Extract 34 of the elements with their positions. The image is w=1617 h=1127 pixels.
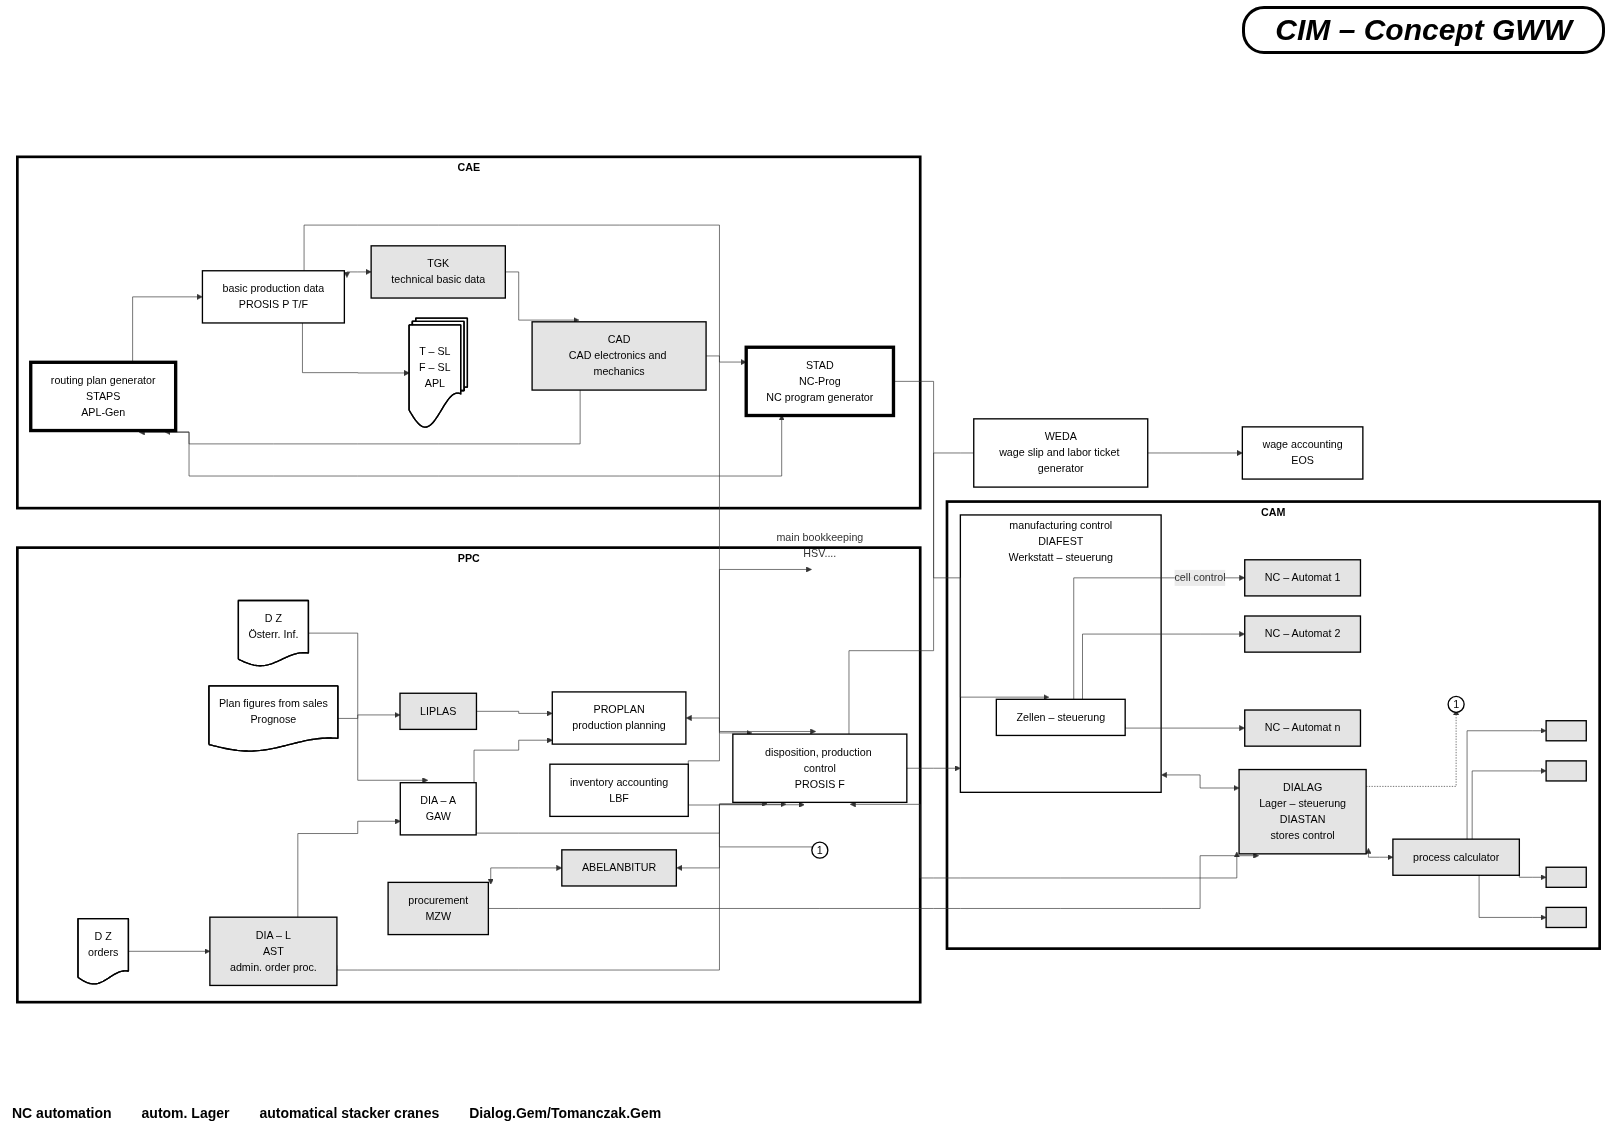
title: CIM – Concept GWW [1242, 6, 1605, 54]
edge-label: cell control [1174, 571, 1226, 584]
node-box [1545, 720, 1587, 742]
node-box: NC – Automat 2 [1244, 615, 1362, 653]
node-box: LIPLAS [399, 692, 478, 731]
node-box: DIA – A GAW [399, 782, 477, 836]
node-box: PROPLAN production planning [551, 691, 687, 745]
note-text: autom. Lager [141, 1105, 230, 1121]
node-box: CAD CAD electronics and mechanics [531, 321, 707, 391]
node-box: procurement MZW [387, 881, 490, 936]
node-box: DIALAG Lager – steuerung DIASTAN stores control [1238, 768, 1367, 855]
node-box: routing plan generator STAPS APL-Gen [29, 360, 178, 433]
node-box [1545, 906, 1587, 929]
node-circle: 1 [811, 841, 829, 859]
node-box: DIA – L AST admin. order proc. [209, 916, 338, 987]
node-text: main bookkeeping HSV.... [776, 531, 864, 560]
note-text: Dialog.Gem/Tomanczak.Gem [469, 1105, 662, 1121]
node-box: STAD NC-Prog NC program generator [744, 345, 896, 418]
node-box: basic production data PROSIS P T/F [201, 270, 346, 324]
node-box: process calculator [1392, 838, 1520, 876]
node-box: NC – Automat n [1244, 709, 1362, 747]
node-box: disposition, production control PROSIS F [732, 733, 908, 804]
note-text: NC automation [12, 1105, 112, 1121]
node-box [1545, 866, 1587, 888]
node-box: NC – Automat 1 [1244, 559, 1362, 597]
node-box: TGK technical basic data [370, 245, 506, 299]
node-box [1545, 760, 1587, 782]
node-circle: 1 [1447, 695, 1465, 713]
node-box: Zellen – steuerung [995, 698, 1126, 737]
note-text: automatical stacker cranes [259, 1105, 440, 1121]
node-box: WEDA wage slip and labor ticket generator [973, 418, 1149, 488]
node-box: inventory accounting LBF [549, 763, 689, 818]
node-box: wage accounting EOS [1241, 426, 1364, 480]
node-box: ABELANBITUR [561, 849, 677, 887]
